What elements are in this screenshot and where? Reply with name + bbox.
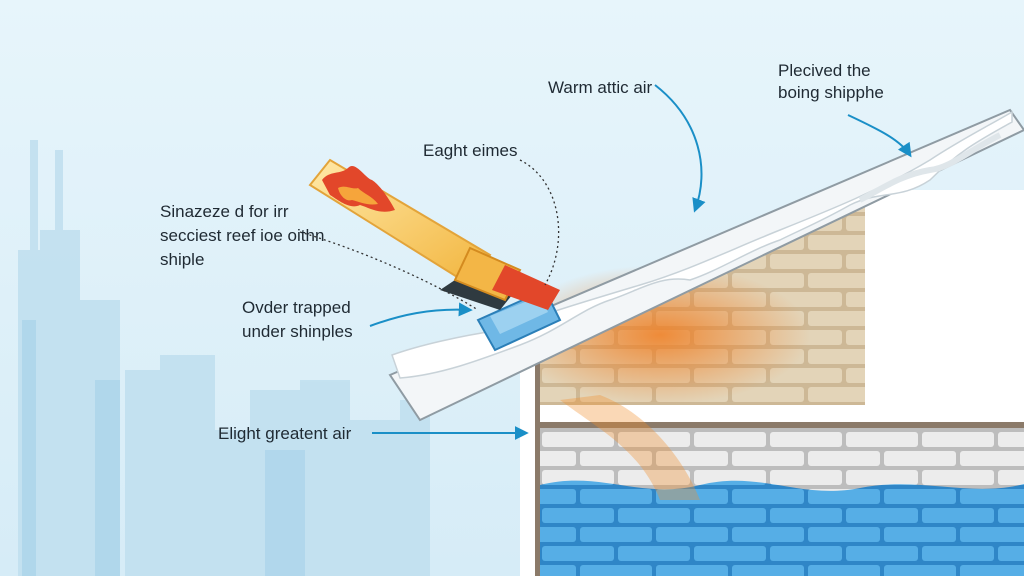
roof-snow bbox=[391, 110, 1013, 379]
label-ovder-trapped: Ovder trapped under shinples bbox=[242, 296, 353, 344]
label-ovder-line-2: under shinples bbox=[242, 322, 353, 341]
label-warm-attic-air: Warm attic air bbox=[548, 78, 653, 97]
label-eaght-eimes: Eaght eimes bbox=[423, 141, 518, 160]
label-placed-line-1: Plecived the bbox=[778, 61, 871, 80]
roof bbox=[388, 108, 1024, 422]
label-placed-line-2: boing shipphe bbox=[778, 83, 884, 102]
ceiling-floor bbox=[535, 405, 1024, 427]
label-sinazeze-line-3: shiple bbox=[160, 250, 205, 269]
flame-icon bbox=[322, 165, 395, 212]
heat-plume bbox=[560, 395, 700, 500]
label-elight-greatent-air: Elight greatent air bbox=[218, 424, 352, 443]
label-ovder-line-1: Ovder trapped bbox=[242, 298, 351, 317]
label-placed-the-boing-shipphe: Plecived the boing shipphe bbox=[778, 60, 884, 104]
water-section bbox=[540, 480, 1024, 576]
arrow-warm-attic-air bbox=[654, 84, 706, 213]
label-sinazeze: Sinazeze d for irr secciest reef ioe oit… bbox=[160, 200, 324, 272]
arrow-placed bbox=[847, 114, 912, 158]
connector-eaght bbox=[519, 159, 560, 286]
label-sinazeze-line-1: Sinazeze d for irr bbox=[160, 202, 289, 221]
arrow-ovder-trapped bbox=[369, 302, 473, 327]
label-sinazeze-line-2: secciest reef ioe oithn bbox=[160, 226, 325, 245]
